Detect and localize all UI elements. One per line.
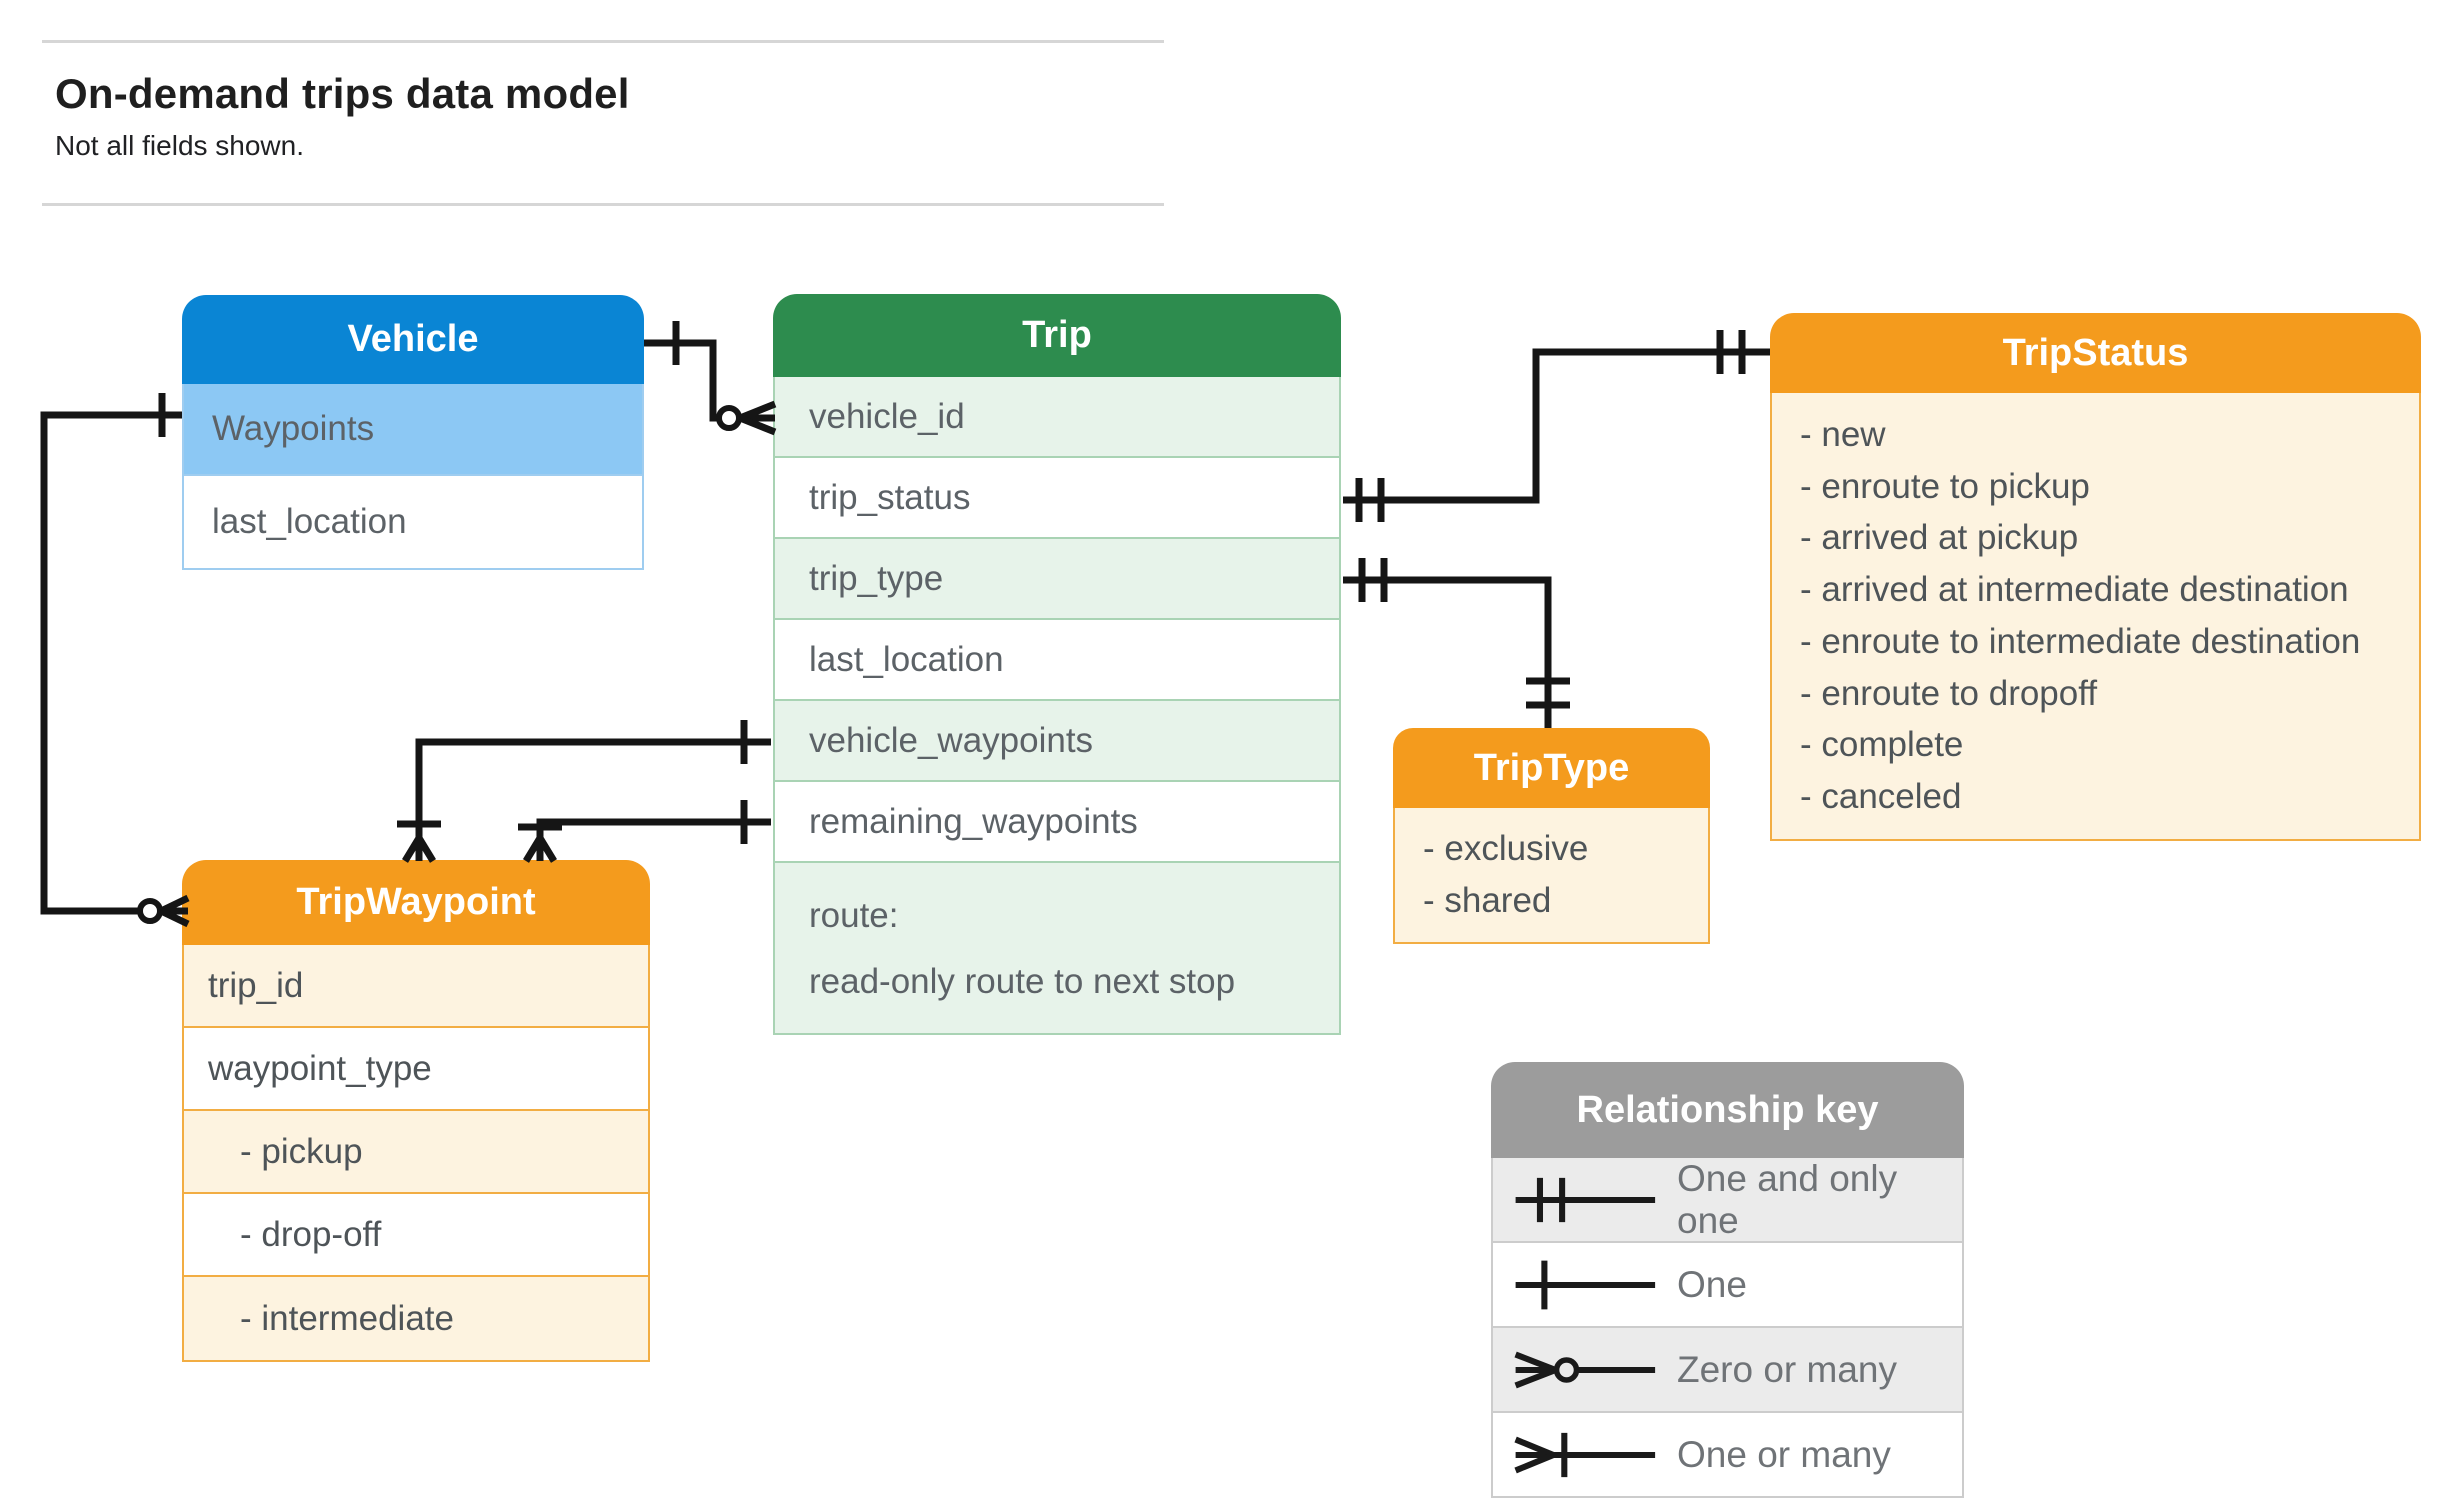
legend-row-one-or-many: One or many	[1493, 1413, 1962, 1496]
divider-top	[42, 40, 1164, 43]
entity-vehicle: Vehicle Waypoints last_location	[182, 295, 644, 570]
entity-triptype-header: TripType	[1393, 728, 1710, 808]
field-tripwaypoint-waypoint-type: waypoint_type	[184, 1028, 648, 1111]
legend-label: Zero or many	[1677, 1348, 1898, 1390]
entity-tripwaypoint: TripWaypoint trip_id waypoint_type - pic…	[182, 860, 650, 1362]
one-symbol	[1515, 1260, 1656, 1309]
page-subtitle: Not all fields shown.	[55, 130, 305, 161]
tripwaypoint-value-intermediate: - intermediate	[184, 1277, 648, 1360]
field-trip-remaining-waypoints: remaining_waypoints	[775, 782, 1339, 863]
entity-trip-body: vehicle_id trip_status trip_type last_lo…	[773, 377, 1341, 1035]
tripwaypoint-value-pickup: - pickup	[184, 1111, 648, 1194]
tripwaypoint-value-dropoff: - drop-off	[184, 1194, 648, 1277]
tripstatus-value: - new	[1800, 414, 1886, 454]
one-and-only-one-symbol	[1515, 1177, 1656, 1222]
tripstatus-value: - arrived at pickup	[1800, 518, 2079, 558]
legend-row-zero-or-many: Zero or many	[1493, 1328, 1962, 1413]
entity-tripwaypoint-header: TripWaypoint	[182, 860, 650, 945]
tripstatus-value: - canceled	[1800, 777, 1962, 817]
entity-tripstatus-header: TripStatus	[1770, 313, 2421, 393]
entity-trip: Trip vehicle_id trip_status trip_type la…	[773, 294, 1341, 1035]
relationship-key-header: Relationship key	[1491, 1062, 1964, 1158]
triptype-value: - shared	[1423, 881, 1552, 921]
legend-label: One	[1677, 1263, 1747, 1305]
legend-row-one: One	[1493, 1243, 1962, 1328]
connector-vehicle-to-tripwaypoint	[40, 393, 190, 928]
tripstatus-value: - enroute to pickup	[1800, 466, 2090, 506]
tripstatus-value: - enroute to dropoff	[1800, 673, 2098, 713]
entity-triptype: TripType - exclusive - shared	[1393, 728, 1710, 944]
connector-trip-to-triptype	[1343, 558, 1570, 728]
field-trip-route-name: route:	[809, 896, 899, 935]
legend-row-one-and-only-one: One and only one	[1493, 1158, 1962, 1243]
field-trip-route: route: read-only route to next stop	[775, 863, 1339, 1033]
page-title: On-demand trips data model	[55, 70, 630, 117]
field-trip-status: trip_status	[775, 458, 1339, 539]
field-trip-vehicle-waypoints: vehicle_waypoints	[775, 701, 1339, 782]
tripstatus-value: - enroute to intermediate destination	[1800, 621, 2361, 661]
tripstatus-value: - complete	[1800, 725, 1964, 765]
zero-or-many-symbol	[1514, 1351, 1656, 1388]
divider-bottom	[42, 203, 1164, 206]
relationship-key: Relationship key One and only one One	[1491, 1062, 1964, 1498]
relationship-key-body: One and only one One Zero or many On	[1491, 1158, 1964, 1498]
entity-vehicle-body: Waypoints last_location	[182, 384, 644, 570]
entity-tripstatus-body: - new - enroute to pickup - arrived at p…	[1770, 393, 2421, 841]
entity-trip-header: Trip	[773, 294, 1341, 377]
tripstatus-value: - arrived at intermediate destination	[1800, 570, 2349, 610]
entity-triptype-body: - exclusive - shared	[1393, 808, 1710, 944]
legend-label: One and only one	[1677, 1157, 1898, 1241]
entity-tripwaypoint-body: trip_id waypoint_type - pickup - drop-of…	[182, 945, 650, 1362]
legend-label: One or many	[1677, 1433, 1891, 1475]
connector-vehicle-to-trip	[644, 321, 777, 436]
entity-tripstatus: TripStatus - new - enroute to pickup - a…	[1770, 313, 2421, 841]
connector-vehicle-waypoints-to-tripwaypoint	[397, 720, 771, 863]
connector-trip-to-tripstatus	[1343, 330, 1770, 522]
field-vehicle-last-location: last_location	[184, 476, 642, 568]
field-trip-last-location: last_location	[775, 620, 1339, 701]
field-vehicle-waypoints: Waypoints	[184, 384, 642, 476]
entity-vehicle-header: Vehicle	[182, 295, 644, 384]
one-or-many-symbol	[1514, 1432, 1656, 1477]
field-trip-route-description: read-only route to next stop	[809, 962, 1236, 1001]
field-tripwaypoint-trip-id: trip_id	[184, 945, 648, 1028]
field-trip-type: trip_type	[775, 539, 1339, 620]
triptype-value: - exclusive	[1423, 828, 1589, 868]
field-trip-vehicle-id: vehicle_id	[775, 377, 1339, 458]
connector-remaining-waypoints-to-tripwaypoint	[518, 800, 771, 863]
